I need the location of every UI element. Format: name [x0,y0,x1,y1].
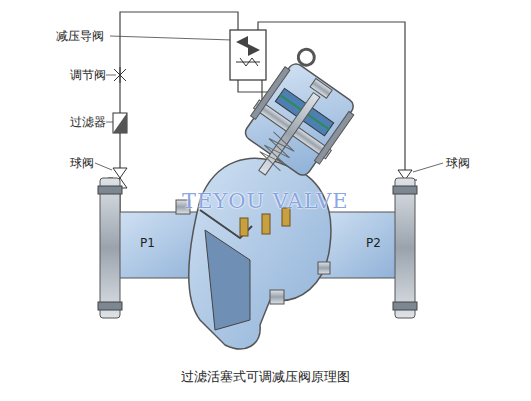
caption: 过滤活塞式可调减压阀原理图 [181,368,350,386]
partition [200,210,252,238]
pilot-line [120,12,405,240]
plug [270,290,284,304]
filter-symbol [113,113,127,133]
needle-valve [114,67,126,83]
part-name: 调节阀 [70,68,106,82]
part-name: 过滤器 [70,115,106,129]
valve-body [189,158,331,349]
strainer-screen [205,230,250,330]
part-name: 球阀 [70,156,94,170]
part-name: 球阀 [446,156,470,170]
watermark: TEYOU VALVE [182,189,349,213]
plug [318,262,330,274]
filter-symbol [113,113,127,133]
outlet-flange [395,178,415,318]
pilot-valve [230,30,266,80]
piston-cylinder [226,43,372,198]
inlet-flange [100,178,120,318]
part-name: 减压导阀 [56,29,104,43]
pressure-label: P2 [366,236,381,250]
pressure-label: P1 [140,236,155,250]
